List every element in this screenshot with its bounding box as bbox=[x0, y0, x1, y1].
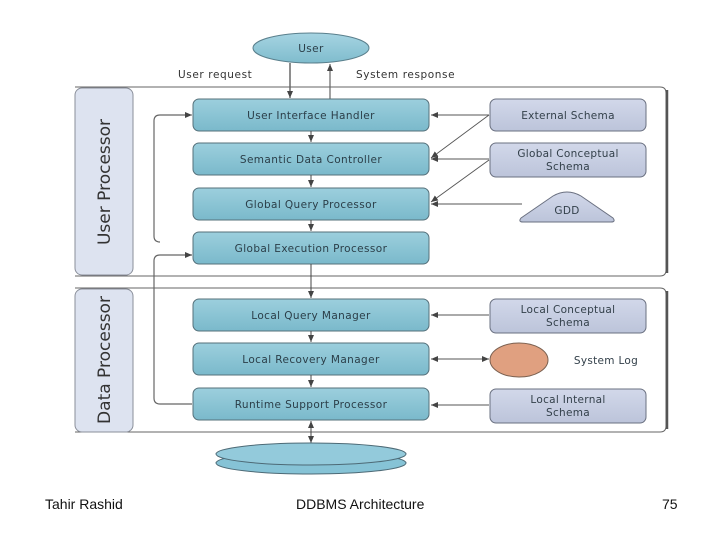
component-runtime-support-processor: Runtime Support Processor bbox=[192, 387, 430, 421]
svg-text:Schema: Schema bbox=[546, 317, 590, 329]
database-icon bbox=[215, 442, 407, 475]
footer-page-number: 75 bbox=[662, 496, 678, 512]
system-log-label: System Log bbox=[574, 355, 638, 367]
svg-text:Semantic Data Controller: Semantic Data Controller bbox=[240, 154, 383, 166]
svg-text:GDD: GDD bbox=[554, 205, 579, 217]
svg-text:Local Query Manager: Local Query Manager bbox=[251, 310, 371, 322]
user-node: User bbox=[252, 32, 370, 64]
data-processor-container: Data Processor bbox=[74, 287, 669, 433]
svg-text:External Schema: External Schema bbox=[521, 110, 615, 122]
user-node-label: User bbox=[298, 43, 324, 55]
system-response-label: System response bbox=[356, 69, 455, 81]
svg-text:User Interface Handler: User Interface Handler bbox=[247, 110, 375, 122]
user-processor-label-box bbox=[74, 87, 134, 276]
svg-text:Local Recovery Manager: Local Recovery Manager bbox=[242, 354, 380, 366]
component-global-execution-processor: Global Execution Processor bbox=[192, 231, 430, 265]
component-local-query-manager: Local Query Manager bbox=[192, 298, 430, 332]
svg-text:Schema: Schema bbox=[546, 161, 590, 173]
schema-local-internal: Local Internal Schema bbox=[489, 388, 647, 424]
user-request-label: User request bbox=[178, 69, 252, 81]
svg-text:Global Query Processor: Global Query Processor bbox=[245, 199, 377, 211]
svg-text:Local Internal: Local Internal bbox=[530, 394, 605, 406]
schema-local-conceptual: Local Conceptual Schema bbox=[489, 298, 647, 334]
component-local-recovery-manager: Local Recovery Manager bbox=[192, 342, 430, 376]
user-processor-container: User Processor bbox=[74, 86, 669, 277]
component-semantic-data-controller: Semantic Data Controller bbox=[192, 142, 430, 176]
schema-arrows-data bbox=[431, 312, 489, 408]
svg-text:Runtime Support Processor: Runtime Support Processor bbox=[235, 399, 388, 411]
data-processor-label-box bbox=[74, 288, 134, 433]
svg-text:Global Conceptual: Global Conceptual bbox=[517, 148, 618, 160]
schema-global-conceptual: Global Conceptual Schema bbox=[489, 142, 647, 178]
component-global-query-processor: Global Query Processor bbox=[192, 187, 430, 221]
svg-text:Global Execution Processor: Global Execution Processor bbox=[235, 243, 388, 255]
schema-external: External Schema bbox=[489, 98, 647, 132]
user-processor-label: User Processor bbox=[95, 119, 115, 245]
schema-arrows-user bbox=[430, 112, 522, 207]
footer-author: Tahir Rashid bbox=[45, 496, 123, 512]
footer-title: DDBMS Architecture bbox=[296, 496, 425, 512]
gdd-shape: GDD bbox=[519, 191, 615, 223]
component-user-interface-handler: User Interface Handler bbox=[192, 98, 430, 132]
svg-text:Local Conceptual: Local Conceptual bbox=[521, 304, 616, 316]
data-processor-label: Data Processor bbox=[95, 296, 115, 424]
feedback-loop-data-processor bbox=[153, 252, 192, 405]
svg-text:Schema: Schema bbox=[546, 407, 590, 419]
system-log: System Log bbox=[489, 342, 638, 378]
feedback-loop-user-processor bbox=[153, 114, 187, 243]
